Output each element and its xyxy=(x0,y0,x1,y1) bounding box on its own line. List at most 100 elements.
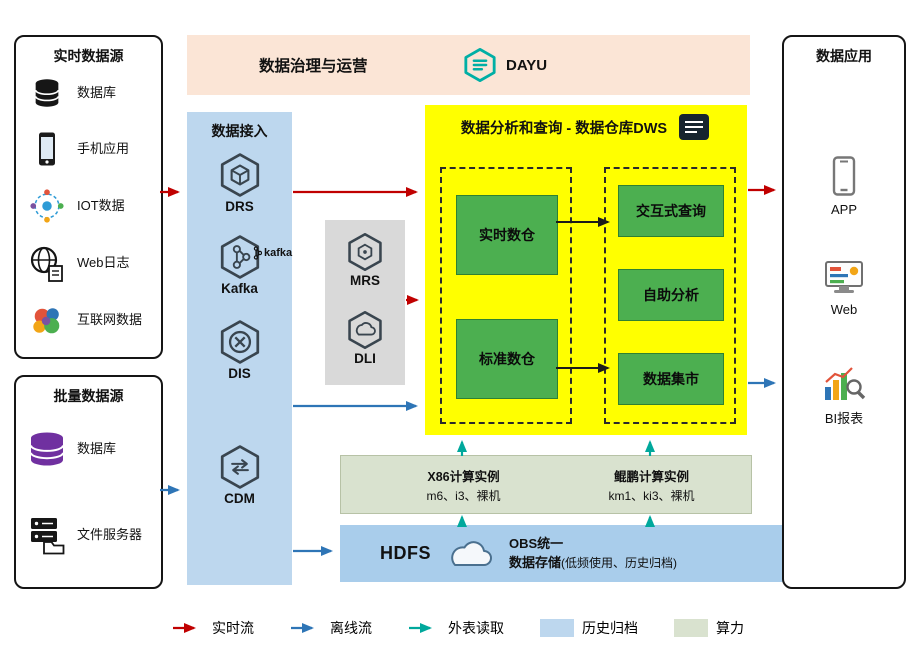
internet-data-icon xyxy=(24,304,70,338)
service-label: CDM xyxy=(224,491,255,506)
source-item-web-log: Web日志 xyxy=(16,245,161,283)
module-label: 数据集市 xyxy=(643,371,699,387)
database-icon xyxy=(24,76,70,110)
source-item-label: Web日志 xyxy=(77,255,130,271)
service-kafka: kafka Kafka xyxy=(187,234,292,296)
source-item-label: IOT数据 xyxy=(77,197,125,213)
service-dli: DLI xyxy=(325,310,405,366)
x86-compute-spec: m6、i3、裸机 xyxy=(426,488,501,503)
module-interactive-query: 交互式查询 xyxy=(618,185,724,237)
source-item-database: 数据库 xyxy=(16,76,161,110)
hdfs-label: HDFS xyxy=(380,543,431,563)
dis-hexagon-icon xyxy=(220,320,259,364)
function-group: 交互式查询 自助分析 数据集市 xyxy=(604,167,736,424)
archive-swatch xyxy=(540,619,574,637)
legend-compute-power: 算力 xyxy=(674,618,744,638)
source-item-internet-data: 互联网数据 xyxy=(16,304,161,338)
service-label: MRS xyxy=(350,273,380,288)
service-drs: DRS xyxy=(187,152,292,214)
app-item-app: APP xyxy=(784,155,904,217)
processing-services-panel: MRS DLI xyxy=(325,220,405,385)
mrs-hexagon-icon xyxy=(348,233,382,271)
realtime-flow-arrow-icon xyxy=(173,623,196,633)
service-label: DRS xyxy=(225,199,254,214)
service-mrs: MRS xyxy=(325,232,405,288)
legend-realtime-flow: 实时流 xyxy=(172,618,254,638)
drs-hexagon-icon xyxy=(220,153,259,197)
governance-banner: 数据治理与运营 DAYU xyxy=(187,35,750,95)
legend-label: 实时流 xyxy=(212,620,254,636)
app-item-label: Web xyxy=(830,302,858,317)
dayu-logo-text: DAYU xyxy=(506,56,548,74)
source-item-label: 互联网数据 xyxy=(77,312,143,328)
data-ingestion-panel: 数据接入 DRS kafka Kafka xyxy=(187,112,292,585)
dws-panel: 数据分析和查询 - 数据仓库DWS 实时数仓 标准数仓 交互式查询 自助分析 xyxy=(425,105,747,435)
source-item-database-batch: 数据库 xyxy=(16,429,161,469)
bi-report-icon xyxy=(825,367,866,400)
source-item-label: 手机应用 xyxy=(77,140,130,156)
service-label: DIS xyxy=(228,366,251,381)
kafka-hexagon-icon xyxy=(220,235,259,279)
dli-hexagon-icon xyxy=(348,311,382,349)
data-applications-panel: 数据应用 APP Web xyxy=(782,35,906,589)
module-standard-warehouse: 标准数仓 xyxy=(456,319,558,399)
module-label: 交互式查询 xyxy=(636,203,706,219)
storage-panel: HDFS OBS统一 数据存储(低频使用、历史归档) xyxy=(340,525,790,582)
legend-history-archive: 历史归档 xyxy=(540,618,638,638)
legend-label: 算力 xyxy=(716,620,744,636)
kafka-wordmark-text: kafka xyxy=(264,247,293,259)
offline-flow-arrow-icon xyxy=(291,623,314,633)
source-item-label: 文件服务器 xyxy=(77,526,143,542)
module-label: 自助分析 xyxy=(643,287,699,303)
legend-label: 外表读取 xyxy=(448,620,504,636)
compute-swatch xyxy=(674,619,708,637)
iot-icon xyxy=(24,188,70,224)
legend-external-read: 外表读取 xyxy=(408,618,504,638)
dws-report-icon xyxy=(679,114,710,140)
service-dis: DIS xyxy=(187,319,292,381)
warehouse-group: 实时数仓 标准数仓 xyxy=(440,167,572,424)
data-applications-title: 数据应用 xyxy=(816,48,872,64)
service-label: Kafka xyxy=(221,281,258,296)
service-label: DLI xyxy=(354,351,376,366)
dws-title: 数据分析和查询 - 数据仓库DWS xyxy=(460,120,668,137)
source-item-file-server: 文件服务器 xyxy=(16,515,161,555)
source-item-mobile-app: 手机应用 xyxy=(16,131,161,167)
batch-sources-panel: 批量数据源 数据库 文件服务器 xyxy=(14,375,163,589)
obs-cloud-icon xyxy=(451,540,492,566)
obs-note: (低频使用、历史归档) xyxy=(561,555,678,570)
kafka-logo-icon xyxy=(253,246,262,260)
dayu-hexagon-icon xyxy=(464,48,496,83)
obs-title-line1: OBS统一 xyxy=(509,536,564,552)
module-self-service-analysis: 自助分析 xyxy=(618,269,724,321)
app-item-label: BI报表 xyxy=(824,411,864,426)
source-item-label: 数据库 xyxy=(77,440,117,456)
banner-title: 数据治理与运营 xyxy=(259,58,368,75)
x86-compute-title: X86计算实例 xyxy=(427,469,500,484)
batch-sources-title: 批量数据源 xyxy=(53,388,124,404)
data-ingestion-title: 数据接入 xyxy=(211,123,268,139)
app-item-label: APP xyxy=(830,202,857,217)
obs-title-line2: 数据存储 xyxy=(509,554,562,570)
mobile-app-icon xyxy=(24,131,70,167)
compute-instances-panel: X86计算实例 m6、i3、裸机 鲲鹏计算实例 km1、ki3、裸机 xyxy=(340,455,752,514)
dayu-logo: DAYU xyxy=(463,35,547,95)
database-purple-icon xyxy=(24,429,70,469)
legend: 实时流 离线流 外表读取 历史归档 算力 xyxy=(172,615,744,641)
file-server-icon xyxy=(24,515,70,555)
legend-offline-flow: 离线流 xyxy=(290,618,372,638)
service-cdm: CDM xyxy=(187,444,292,506)
kunpeng-compute: 鲲鹏计算实例 km1、ki3、裸机 xyxy=(569,456,734,513)
realtime-sources-panel: 实时数据源 数据库 手机应用 IOT数据 xyxy=(14,35,163,359)
legend-label: 历史归档 xyxy=(582,620,638,636)
kafka-wordmark: kafka xyxy=(253,246,292,260)
x86-compute: X86计算实例 m6、i3、裸机 xyxy=(381,456,546,513)
module-label: 实时数仓 xyxy=(479,227,535,243)
realtime-sources-title: 实时数据源 xyxy=(53,48,124,64)
app-phone-icon xyxy=(832,156,856,196)
external-read-arrow-icon xyxy=(409,623,432,633)
app-item-web: Web xyxy=(784,259,904,317)
module-data-mart: 数据集市 xyxy=(618,353,724,405)
obs-storage-text: OBS统一 数据存储(低频使用、历史归档) xyxy=(509,535,677,571)
